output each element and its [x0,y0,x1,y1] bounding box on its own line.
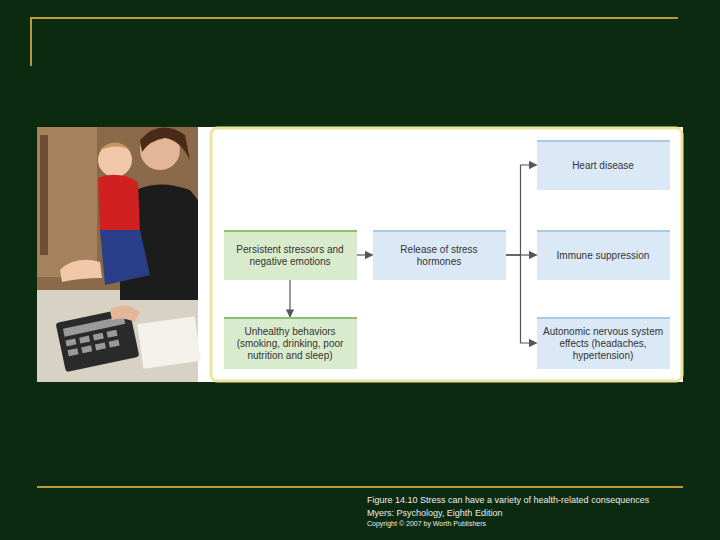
flow-arrow [506,165,537,255]
box-text: Unhealthy behaviors (smoking, drinking, … [229,326,352,362]
photo [37,127,201,382]
process-box: Persistent stressors and negative emotio… [224,230,357,280]
box-text: Immune suppression [557,250,650,262]
diagram-border [211,128,682,381]
process-box: Heart disease [537,140,670,190]
box-text: Release of stress hormones [378,244,501,268]
box-text: Heart disease [572,160,634,172]
box-text: Persistent stressors and negative emotio… [229,244,352,268]
process-box: Unhealthy behaviors (smoking, drinking, … [224,317,357,369]
source-note: Myers: Psychology, Eighth Edition [367,508,502,518]
figure-panel [37,127,683,382]
frame-line [30,17,678,19]
process-box: Release of stress hormones [373,230,506,280]
flow-arrow [506,255,537,343]
process-box: Autonomic nervous system effects (headac… [537,317,670,369]
source-note: Copyright © 2007 by Worth Publishers [367,520,486,527]
figure-caption: Figure 14.10 Stress can have a variety o… [367,495,649,505]
flow-arrow [289,280,290,317]
box-text: Autonomic nervous system effects (headac… [542,326,665,362]
frame-line [30,17,32,66]
frame-line [37,486,683,488]
process-box: Immune suppression [537,230,670,280]
flow-arrow [357,254,373,255]
